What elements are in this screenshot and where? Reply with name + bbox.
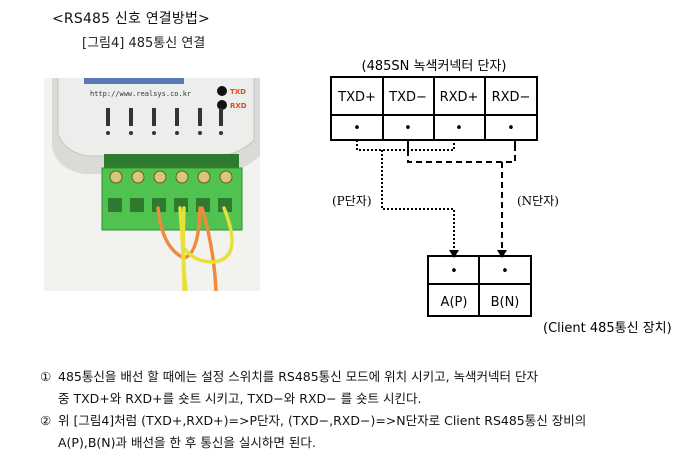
txd-led-label: TXD	[230, 88, 246, 96]
pin-label-rxd-plus: RXD+	[440, 90, 479, 105]
note-line: 중 TXD+와 RXD+를 숏트 시키고, TXD−와 RXD− 를 숏트 시킨…	[58, 391, 422, 406]
figure-caption: [그림4] 485통신 연결	[82, 36, 206, 51]
pin-label-txd-plus: TXD+	[337, 90, 376, 105]
pin-marker: •	[404, 121, 412, 136]
pin-marker: •	[455, 121, 463, 136]
converter-photo: http://www.realsys.co.kr TXD RXD	[44, 78, 260, 291]
section-title: <RS485 신호 연결방법>	[52, 11, 210, 27]
rxd-led-label: RXD	[230, 102, 247, 110]
connector-title: (485SN 녹색커넥터 단자)	[362, 59, 507, 74]
client-pin-b: B(N)	[491, 295, 520, 310]
p-terminal-label: (P단자)	[332, 194, 372, 208]
rxd-led-icon	[217, 100, 227, 110]
note-1: ① 485통신을 배선 할 때에는 설정 스위치를 RS485통신 모드에 위치 …	[40, 366, 538, 410]
note-number: ②	[40, 413, 52, 428]
connector-table	[330, 76, 538, 141]
photo-url-text: http://www.realsys.co.kr	[90, 90, 191, 98]
pin-marker: •	[501, 264, 509, 279]
p-arrow-icon	[449, 250, 459, 258]
wiring-diagram: (485SN 녹색커넥터 단자) TXD+ TXD− RXD+ RXD− • •…	[330, 59, 672, 336]
n-terminal-label: (N단자)	[517, 194, 559, 208]
pin-marker: •	[507, 121, 515, 136]
txd-led-icon	[217, 86, 227, 96]
p-wire	[356, 140, 455, 250]
n-wire	[407, 140, 516, 250]
n-arrow-icon	[497, 250, 507, 258]
pin-marker: •	[353, 121, 361, 136]
note-line: 485통신을 배선 할 때에는 설정 스위치를 RS485통신 모드에 위치 시…	[58, 369, 539, 384]
client-table	[427, 255, 532, 317]
pin-label-rxd-minus: RXD−	[492, 90, 531, 105]
pin-marker: •	[450, 264, 458, 279]
client-device-label: (Client 485통신 장치)	[543, 321, 672, 336]
note-line: A(P),B(N)과 배선을 한 후 통신을 실시하면 된다.	[58, 435, 316, 450]
note-line: 위 [그림4]처럼 (TXD+,RXD+)=>P단자, (TXD−,RXD−)=…	[58, 413, 587, 428]
client-pin-a: A(P)	[441, 295, 468, 310]
pin-label-txd-minus: TXD−	[388, 90, 427, 105]
note-2: ② 위 [그림4]처럼 (TXD+,RXD+)=>P단자, (TXD−,RXD−)…	[40, 410, 586, 454]
note-number: ①	[40, 369, 52, 384]
